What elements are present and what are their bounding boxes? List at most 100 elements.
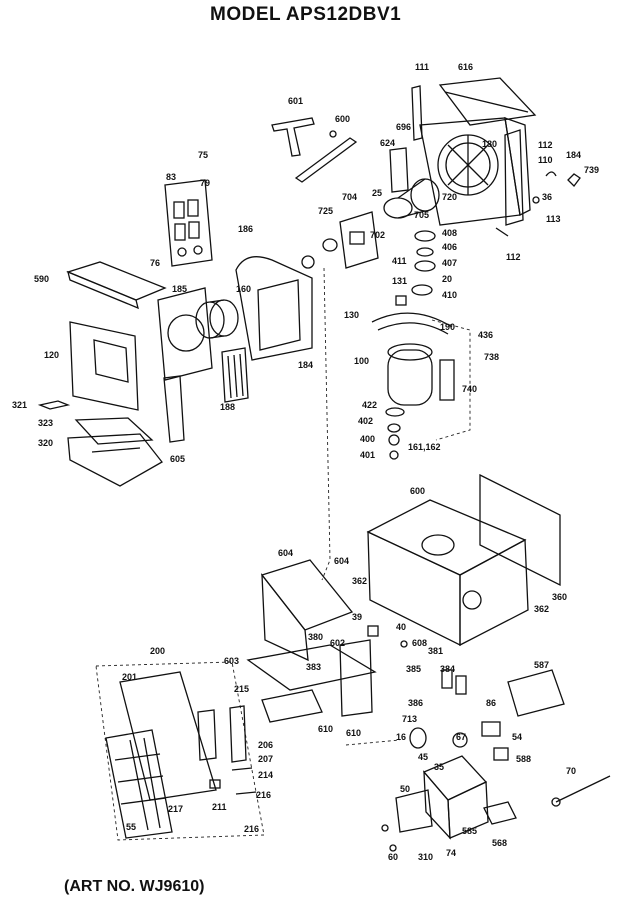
part-label-600a: 600: [335, 114, 350, 124]
part-heater: [221, 347, 249, 403]
part-label-188: 188: [220, 402, 235, 412]
part-shroud: [438, 77, 537, 126]
part-624: [389, 147, 409, 193]
part-label-380: 380: [308, 632, 323, 642]
part-label-436: 436: [478, 330, 493, 340]
part-drain-pan: [67, 417, 163, 487]
part-label-321: 321: [12, 400, 27, 410]
part-label-600b: 600: [410, 486, 425, 496]
part-clip: [545, 171, 557, 177]
part-label-605: 605: [170, 454, 185, 464]
part-587: [507, 669, 565, 717]
part-top-cover: [66, 261, 167, 310]
part-label-54: 54: [512, 732, 522, 742]
part-label-381: 381: [428, 646, 443, 656]
part-label-25: 25: [372, 188, 382, 198]
part-label-216b: 216: [244, 824, 259, 834]
part-70: [555, 775, 611, 803]
page-title: MODEL APS12DBV1: [210, 4, 402, 25]
part-label-587: 587: [534, 660, 549, 670]
part-label-362a: 362: [352, 576, 367, 586]
part-label-383: 383: [306, 662, 321, 672]
part-label-201: 201: [122, 672, 137, 682]
part-label-411: 411: [392, 256, 407, 266]
part-label-323: 323: [38, 418, 53, 428]
part-384: [441, 669, 453, 689]
part-label-180: 180: [482, 139, 497, 149]
part-label-35: 35: [434, 762, 444, 772]
part-216: [235, 791, 257, 795]
part-label-75: 75: [198, 150, 208, 160]
part-label-616: 616: [458, 62, 473, 72]
part-label-45: 45: [418, 752, 428, 762]
part-label-86: 86: [486, 698, 496, 708]
part-label-720: 720: [442, 192, 457, 202]
part-label-400: 400: [360, 434, 375, 444]
part-label-40: 40: [396, 622, 406, 632]
part-label-704: 704: [342, 192, 357, 202]
part-outer-case: [366, 473, 561, 647]
part-fittings: [395, 230, 436, 306]
part-label-214: 214: [258, 770, 273, 780]
part-label-74: 74: [446, 848, 456, 858]
part-label-67: 67: [456, 732, 466, 742]
part-60a: [381, 824, 389, 832]
part-label-160: 160: [236, 284, 251, 294]
part-label-590: 590: [34, 274, 49, 284]
part-label-320: 320: [38, 438, 53, 448]
part-67: [452, 732, 468, 748]
part-label-588: 588: [516, 754, 531, 764]
part-label-610b: 610: [346, 728, 361, 738]
part-label-112b: 112: [506, 252, 521, 262]
part-spring: [495, 227, 509, 237]
part-label-408: 408: [442, 228, 457, 238]
part-label-215: 215: [234, 684, 249, 694]
part-label-36: 36: [542, 192, 552, 202]
part-label-200: 200: [150, 646, 165, 656]
part-label-739: 739: [584, 165, 599, 175]
compressor-leader: [431, 319, 471, 441]
assembly-leader: [321, 267, 331, 581]
part-label-608: 608: [412, 638, 427, 648]
part-label-705: 705: [414, 210, 429, 220]
part-206: [197, 709, 217, 761]
part-label-610: 610: [318, 724, 333, 734]
part-control-box: [422, 755, 489, 840]
part-label-568: 568: [492, 838, 507, 848]
part-label-20: 20: [442, 274, 452, 284]
part-321: [37, 400, 71, 410]
part-label-401: 401: [360, 450, 375, 460]
part-label-206: 206: [258, 740, 273, 750]
part-608: [400, 640, 408, 648]
part-label-184a: 184: [566, 150, 581, 160]
part-label-604b: 604: [334, 556, 349, 566]
part-label-185: 185: [172, 284, 187, 294]
part-label-725: 725: [318, 206, 333, 216]
part-label-216a: 216: [256, 790, 271, 800]
part-label-360: 360: [552, 592, 567, 602]
part-label-16: 16: [396, 732, 406, 742]
part-label-112a: 112: [538, 140, 553, 150]
part-label-713: 713: [402, 714, 417, 724]
part-label-384: 384: [440, 664, 455, 674]
part-label-602: 602: [330, 638, 345, 648]
part-60b: [389, 844, 397, 852]
part-label-190: 190: [440, 322, 455, 332]
part-label-79: 79: [200, 178, 210, 188]
part-label-406: 406: [442, 242, 457, 252]
part-label-422: 422: [362, 400, 377, 410]
part-label-604a: 604: [278, 548, 293, 558]
part-label-386: 386: [408, 698, 423, 708]
part-211: [209, 779, 221, 789]
part-base-pan: [260, 559, 354, 662]
part-label-702: 702: [370, 230, 385, 240]
part-605: [163, 375, 185, 443]
part-compressor: [371, 312, 455, 406]
part-label-60: 60: [388, 852, 398, 862]
part-label-70: 70: [566, 766, 576, 776]
part-bracket: [411, 85, 423, 141]
part-label-113: 113: [546, 214, 561, 224]
part-label-362b: 362: [534, 604, 549, 614]
